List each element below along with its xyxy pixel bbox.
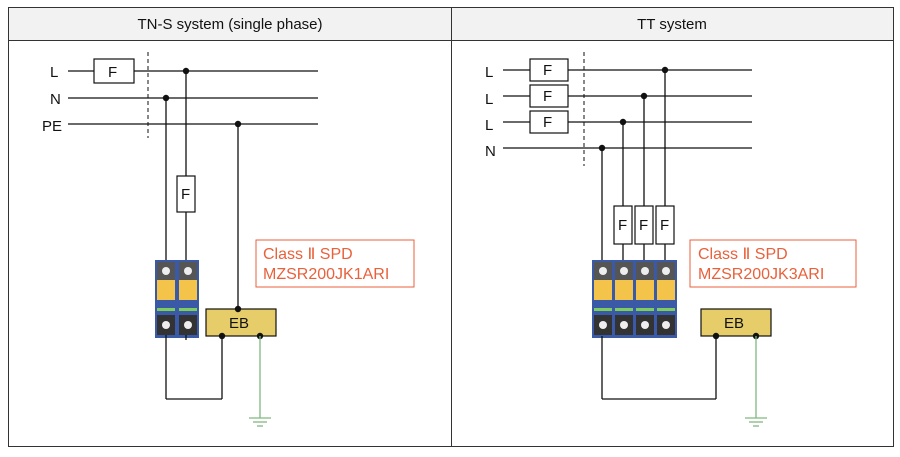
panel-divider (451, 8, 452, 446)
left-eb-bar (205, 308, 277, 337)
right-spd-device (592, 260, 677, 338)
right-ground-icon (745, 417, 767, 427)
left-line-label-n: N (50, 91, 61, 108)
diagram-frame: TN-S system (single phase) TT system (8, 7, 894, 447)
right-spd-class: Class Ⅱ SPD (698, 246, 788, 263)
left-line-label-pe: PE (42, 118, 62, 135)
right-spd-label-box (689, 239, 857, 288)
right-line-label-l3: L (485, 117, 493, 134)
panel-title-tt: TT system (451, 8, 893, 41)
right-fuse-spd-2-label: F (639, 217, 648, 234)
right-fuse-l2-label: F (543, 88, 552, 105)
right-fuse-l3-label: F (543, 114, 552, 131)
panel-title-tns: TN-S system (single phase) (9, 8, 452, 41)
right-diagram: L L L N F F F F F (485, 52, 857, 427)
left-line-label-l: L (50, 64, 58, 81)
left-ground-icon (249, 417, 271, 427)
right-eb-label: EB (724, 315, 744, 332)
right-spd-model: MZSR200JK3ARI (698, 266, 824, 283)
left-fuse-l-label: F (108, 64, 117, 81)
right-fuse-spd-1-label: F (618, 217, 627, 234)
right-line-label-l2: L (485, 91, 493, 108)
left-spd-device (155, 260, 199, 338)
left-spd-label-box (255, 239, 415, 288)
left-spd-class: Class Ⅱ SPD (263, 246, 353, 263)
left-diagram: L N PE F F EB (42, 52, 415, 427)
left-eb-label: EB (229, 315, 249, 332)
right-line-label-l1: L (485, 64, 493, 81)
right-line-label-n: N (485, 143, 496, 160)
right-fuse-spd-3-label: F (660, 217, 669, 234)
right-fuse-l1-label: F (543, 62, 552, 79)
left-spd-model: MZSR200JK1ARI (263, 266, 389, 283)
left-fuse-spd-label: F (181, 186, 190, 203)
right-eb-bar (700, 308, 772, 337)
